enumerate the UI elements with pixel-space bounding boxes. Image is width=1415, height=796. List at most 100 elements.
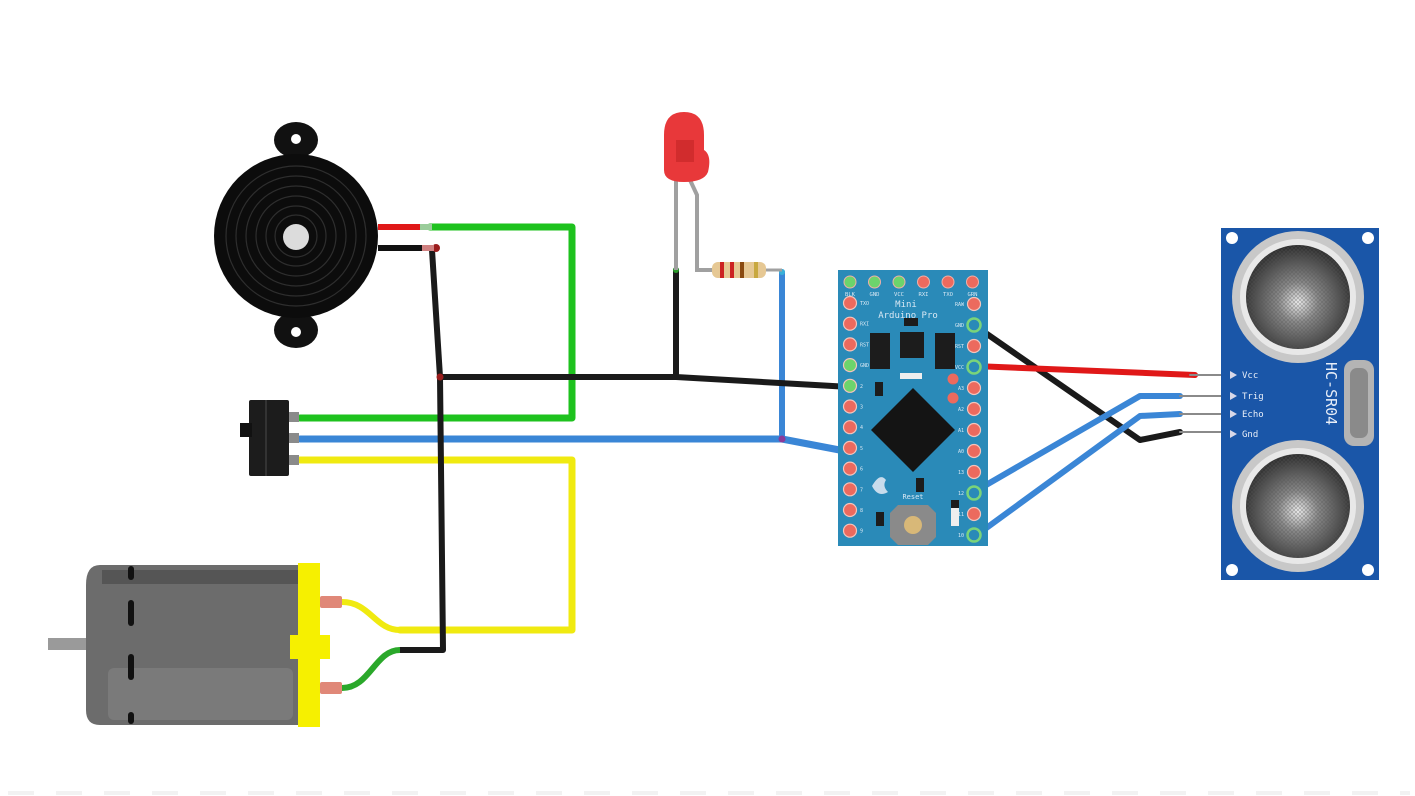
pin-label: A3 bbox=[958, 386, 964, 392]
pin-left-7[interactable]: 7 bbox=[842, 482, 864, 497]
pin-right-a2[interactable]: A2 bbox=[958, 401, 982, 417]
pin-grn[interactable]: GRN bbox=[966, 275, 979, 298]
wires bbox=[296, 223, 1226, 653]
sensor-pin-trig[interactable]: Trig bbox=[1230, 392, 1264, 402]
pin-left-2[interactable]: 2 bbox=[842, 378, 864, 393]
pin-label: 10 bbox=[958, 533, 964, 539]
pin-label: RXI bbox=[919, 292, 929, 298]
wire-blue-echo-sensor bbox=[971, 411, 1183, 540]
wire-green-buzzer-switch bbox=[296, 223, 576, 422]
microcontroller-chip bbox=[871, 388, 955, 472]
pin-label: 13 bbox=[958, 470, 964, 476]
pin-blk[interactable]: BLK bbox=[843, 275, 857, 298]
transducer-top bbox=[1232, 231, 1364, 363]
pin-label: RST bbox=[955, 344, 964, 350]
buzzer[interactable] bbox=[214, 122, 434, 348]
reset-label: Reset bbox=[902, 493, 923, 501]
sensor-label: HC-SR04 bbox=[1322, 362, 1340, 425]
sensor-pin-echo[interactable]: Echo bbox=[1230, 410, 1264, 420]
pin-right-12[interactable]: 12 bbox=[958, 485, 982, 501]
pin-label: RAW bbox=[955, 302, 965, 308]
sensor-pin-gnd[interactable]: Gnd bbox=[1230, 430, 1258, 440]
pin-right-vcc[interactable]: VCC bbox=[955, 359, 982, 375]
pin-right-raw[interactable]: RAW bbox=[955, 296, 982, 312]
pin-label: TXO bbox=[860, 301, 869, 307]
pin-right-13[interactable]: 13 bbox=[958, 464, 982, 480]
sensor-pin-label: Trig bbox=[1242, 392, 1264, 402]
pin-left-txo[interactable]: TXO bbox=[842, 295, 870, 311]
wire-blue-switch-arduino bbox=[296, 435, 854, 456]
junction-dot bbox=[436, 373, 444, 381]
pin-label: 7 bbox=[860, 487, 863, 493]
pin-label: 6 bbox=[860, 467, 863, 473]
sensor-pin-label: Vcc bbox=[1242, 371, 1258, 381]
pin-label: A1 bbox=[958, 428, 964, 434]
wire-black-ground-bus bbox=[437, 374, 853, 390]
crystal-oscillator bbox=[1344, 360, 1374, 446]
pin-right-gnd[interactable]: GND bbox=[955, 317, 982, 333]
logo-icon bbox=[872, 477, 888, 494]
pin-rxi[interactable]: RXI bbox=[917, 275, 930, 298]
pin-right-10[interactable]: 10 bbox=[958, 527, 982, 543]
buzzer-center bbox=[283, 224, 309, 250]
pin-label: VCC bbox=[955, 365, 964, 371]
pin-label: GND bbox=[955, 323, 964, 329]
arduino-left-pins: TXO RXI RST GND 2 3 4 5 6 7 8 9 bbox=[842, 295, 870, 538]
reset-button[interactable] bbox=[890, 505, 936, 545]
board-title-line2: Arduino Pro bbox=[878, 311, 938, 321]
pin-left-rst[interactable]: RST bbox=[842, 337, 870, 352]
pin-label: GND bbox=[870, 292, 880, 298]
pin-txo[interactable]: TXO bbox=[941, 275, 955, 298]
pin-label: 11 bbox=[958, 512, 964, 518]
transducer-bottom bbox=[1232, 440, 1364, 572]
pin-label: 9 bbox=[860, 529, 863, 535]
sensor-pin-label: Echo bbox=[1242, 410, 1264, 420]
analog-pad bbox=[947, 392, 959, 404]
pin-left-8[interactable]: 8 bbox=[842, 502, 864, 518]
pin-right-rst[interactable]: RST bbox=[955, 338, 982, 354]
pin-right-a3[interactable]: A3 bbox=[958, 380, 982, 396]
pin-left-9[interactable]: 9 bbox=[842, 523, 864, 538]
pin-label: 12 bbox=[958, 491, 964, 497]
wire-red-vcc-sensor bbox=[971, 363, 1198, 378]
pin-right-a0[interactable]: A0 bbox=[958, 443, 982, 459]
red-led[interactable] bbox=[664, 112, 715, 272]
pin-label: 2 bbox=[860, 384, 863, 390]
pin-label: RST bbox=[860, 342, 869, 348]
wire-black-gnd-sensor bbox=[971, 322, 1183, 443]
pin-label: 8 bbox=[860, 508, 863, 514]
pin-left-5[interactable]: 5 bbox=[842, 440, 864, 455]
pin-vcc[interactable]: VCC bbox=[892, 275, 906, 298]
pin-gnd[interactable]: GND bbox=[868, 275, 881, 298]
slide-switch[interactable] bbox=[240, 400, 299, 476]
pin-label: BLK bbox=[845, 292, 856, 298]
board-title-line1: Mini bbox=[895, 300, 917, 310]
pin-label: 3 bbox=[860, 405, 863, 411]
pin-label: TXO bbox=[943, 292, 953, 298]
wire-blue-trig-sensor bbox=[971, 393, 1183, 495]
sensor-pin-label: Gnd bbox=[1242, 430, 1258, 440]
dc-motor[interactable] bbox=[48, 563, 401, 727]
pin-right-a1[interactable]: A1 bbox=[958, 422, 982, 438]
pin-label: VCC bbox=[894, 292, 904, 298]
pin-label: 4 bbox=[860, 425, 863, 431]
pin-left-3[interactable]: 3 bbox=[842, 399, 864, 414]
analog-pad bbox=[947, 373, 959, 385]
arduino-top-pins: BLK GND VCC RXI TXO GRN bbox=[843, 275, 979, 298]
pin-left-6[interactable]: 6 bbox=[842, 461, 864, 476]
pin-left-4[interactable]: 4 bbox=[842, 420, 864, 435]
pin-right-11[interactable]: 11 bbox=[958, 506, 982, 522]
wire-black-buzzer-ground bbox=[397, 247, 446, 653]
pin-label: RXI bbox=[860, 322, 869, 328]
sensor-pin-vcc[interactable]: Vcc bbox=[1230, 371, 1258, 381]
resistor[interactable] bbox=[700, 262, 782, 278]
pin-left-gnd[interactable]: GND bbox=[842, 358, 870, 373]
sensor-pin-leads bbox=[1179, 374, 1226, 433]
pin-left-rxi[interactable]: RXI bbox=[842, 316, 870, 331]
junction-dot bbox=[778, 435, 786, 443]
pin-label: GND bbox=[860, 363, 869, 369]
